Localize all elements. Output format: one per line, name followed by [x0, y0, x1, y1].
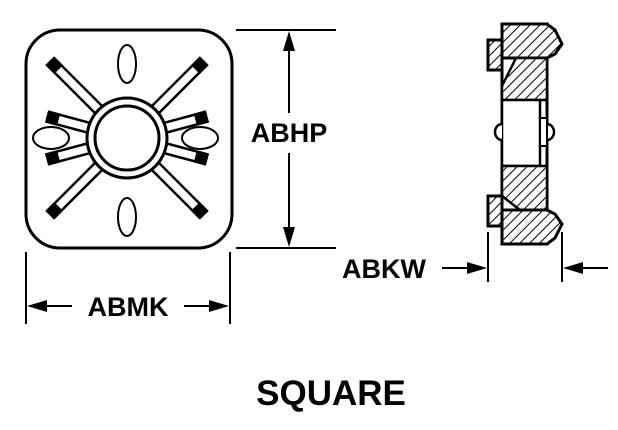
arrow-left-icon — [27, 300, 47, 312]
top-oval-slot — [117, 44, 137, 84]
middle-window — [500, 98, 542, 168]
left-oval-slot — [32, 126, 70, 150]
front-view — [24, 28, 234, 250]
thickness-dimension: ABKW — [342, 232, 608, 284]
top-cap-section — [500, 22, 564, 60]
width-dimension: ABMK — [25, 252, 231, 324]
thickness-dimension-label: ABKW — [342, 254, 426, 284]
arrow-down-icon — [283, 227, 295, 247]
square-outline — [24, 28, 234, 250]
arrow-up-icon — [283, 31, 295, 51]
height-dimension-label: ABHP — [251, 118, 328, 148]
arrow-right-icon — [209, 300, 229, 312]
right-bump — [546, 122, 556, 142]
bottom-left-tab — [486, 194, 504, 228]
contact-pins — [44, 56, 210, 220]
right-oval-slot — [181, 126, 219, 150]
top-left-tab — [486, 38, 504, 72]
arrow-right-icon — [467, 262, 487, 274]
caption-title: SQUARE — [256, 374, 406, 413]
center-inner-ring — [93, 104, 161, 172]
side-view — [486, 22, 564, 246]
bottom-cap-section — [500, 208, 564, 246]
arrow-left-icon — [563, 262, 583, 274]
height-dimension: ABHP — [236, 29, 336, 249]
width-dimension-label: ABMK — [88, 292, 169, 322]
left-bump — [493, 122, 503, 142]
bottom-oval-slot — [117, 197, 137, 237]
